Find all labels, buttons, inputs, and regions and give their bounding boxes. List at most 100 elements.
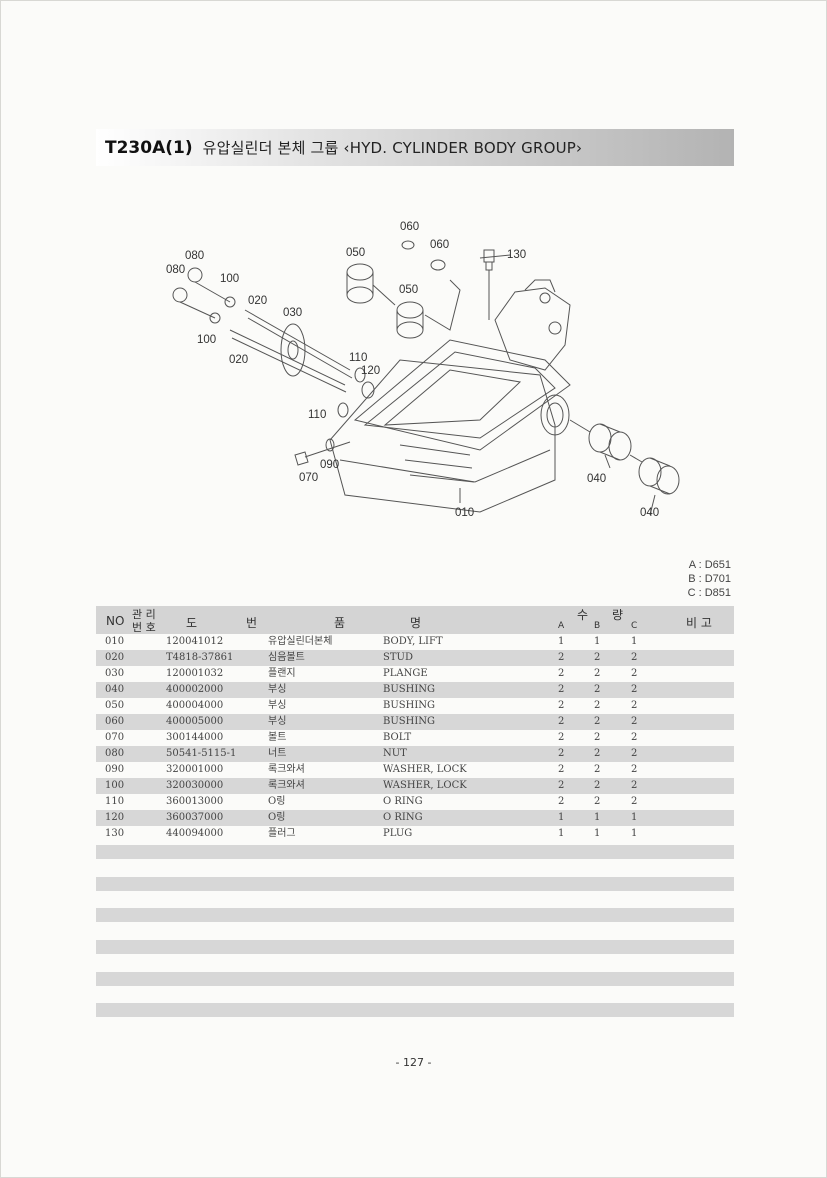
cell-qty-a: 2 (558, 780, 565, 791)
cell-no: 110 (105, 796, 125, 807)
plug-130 (483, 249, 495, 271)
cell-part-number: T4818-37861 (166, 652, 234, 663)
callout-110a: 110 (349, 352, 367, 364)
cell-no: 060 (105, 716, 125, 727)
empty-row-band (96, 1003, 734, 1017)
header-qty-1: 수 (577, 608, 589, 622)
body-inner (383, 369, 522, 426)
bushing-050a (346, 263, 374, 281)
callout-060a: 060 (400, 221, 419, 233)
cell-qty-c: 2 (631, 780, 638, 791)
header-col-a: A (558, 621, 565, 631)
cell-no: 130 (105, 828, 125, 839)
cell-qty-a: 1 (558, 812, 565, 823)
side-spline-inner (546, 402, 564, 428)
cell-korean-name: 플러그 (268, 828, 296, 839)
callout-120: 120 (361, 365, 380, 377)
header-qty-2: 량 (612, 608, 624, 622)
table-header: NO 관 리 번 호 도 번 품 명 수 량 A B C 비 고 (96, 606, 734, 634)
nut-080a (187, 267, 203, 283)
cell-no: 090 (105, 764, 125, 775)
callout-050b: 050 (399, 284, 418, 296)
header-mgmt-top: 관 리 (132, 608, 156, 621)
group-title: 유압실린더 본체 그룹 ‹HYD. CYLINDER BODY GROUP› (202, 139, 583, 157)
cell-korean-name: 부싱 (268, 684, 287, 695)
cell-english-name: WASHER, LOCK (383, 780, 467, 791)
cell-qty-c: 2 (631, 652, 638, 663)
cell-english-name: BUSHING (383, 700, 436, 711)
cell-korean-name: 록크와셔 (268, 764, 305, 775)
callout-020b: 020 (229, 354, 248, 366)
cell-korean-name: 플랜지 (268, 668, 296, 679)
nut-080b (172, 287, 188, 303)
cell-part-number: 400004000 (166, 700, 224, 711)
cell-no: 080 (105, 748, 125, 759)
cell-qty-a: 2 (558, 732, 565, 743)
flange-030 (280, 323, 306, 377)
cell-qty-b: 1 (594, 812, 601, 823)
washer-090 (325, 438, 335, 452)
header-remarks: 비 고 (686, 616, 712, 630)
body-top (353, 339, 571, 451)
cell-no: 030 (105, 668, 125, 679)
cell-no: 070 (105, 732, 125, 743)
o-ring-120 (361, 381, 375, 399)
cell-part-number: 400005000 (166, 716, 224, 727)
cell-no: 020 (105, 652, 125, 663)
cell-qty-a: 2 (558, 684, 565, 695)
exploded-parts-diagram: 060 060 130 050 050 080 080 100 020 030 … (166, 221, 680, 519)
model-legend: A : D651 B : D701 C : D851 (651, 558, 731, 600)
group-code: T230A(1) (105, 137, 193, 158)
body-outline (329, 359, 556, 513)
cell-qty-c: 2 (631, 748, 638, 759)
cell-english-name: PLANGE (383, 668, 428, 679)
bushing-050b (396, 301, 424, 319)
cell-qty-a: 2 (558, 716, 565, 727)
cell-qty-a: 2 (558, 700, 565, 711)
cell-korean-name: 유압실린더본체 (268, 636, 333, 647)
cell-qty-b: 2 (594, 652, 601, 663)
empty-row-band (96, 940, 734, 954)
cell-english-name: O RING (383, 812, 423, 823)
header-drawing-2: 번 (246, 616, 258, 630)
cell-qty-a: 2 (558, 668, 565, 679)
stud-020b (229, 329, 347, 393)
cell-korean-name: O링 (268, 796, 286, 807)
cell-no: 040 (105, 684, 125, 695)
bracket-hole (539, 292, 551, 304)
cell-english-name: BUSHING (383, 684, 436, 695)
cell-korean-name: O링 (268, 812, 286, 823)
cell-no: 120 (105, 812, 125, 823)
callout-010: 010 (455, 507, 474, 519)
empty-row-band (96, 908, 734, 922)
cell-qty-c: 2 (631, 716, 638, 727)
empty-row-band (96, 972, 734, 986)
callout-030: 030 (283, 307, 302, 319)
callout-100b: 100 (197, 334, 216, 346)
cell-part-number: 360013000 (166, 796, 224, 807)
cell-qty-c: 2 (631, 684, 638, 695)
cell-qty-c: 1 (631, 828, 638, 839)
cell-english-name: NUT (383, 748, 407, 759)
cell-english-name: BODY, LIFT (383, 636, 443, 647)
callout-040a: 040 (587, 473, 606, 485)
callout-090: 090 (320, 459, 339, 471)
cell-no: 100 (105, 780, 125, 791)
body-bottom-edge (339, 449, 551, 483)
cell-part-number: 120001032 (166, 668, 224, 679)
cell-qty-c: 1 (631, 636, 638, 647)
cell-korean-name: 록크와셔 (268, 780, 305, 791)
cell-qty-c: 2 (631, 796, 638, 807)
callout-060b: 060 (430, 239, 449, 251)
cell-no: 050 (105, 700, 125, 711)
cell-part-number: 320001000 (166, 764, 224, 775)
cell-qty-c: 2 (631, 764, 638, 775)
o-ring-110b (337, 402, 349, 418)
